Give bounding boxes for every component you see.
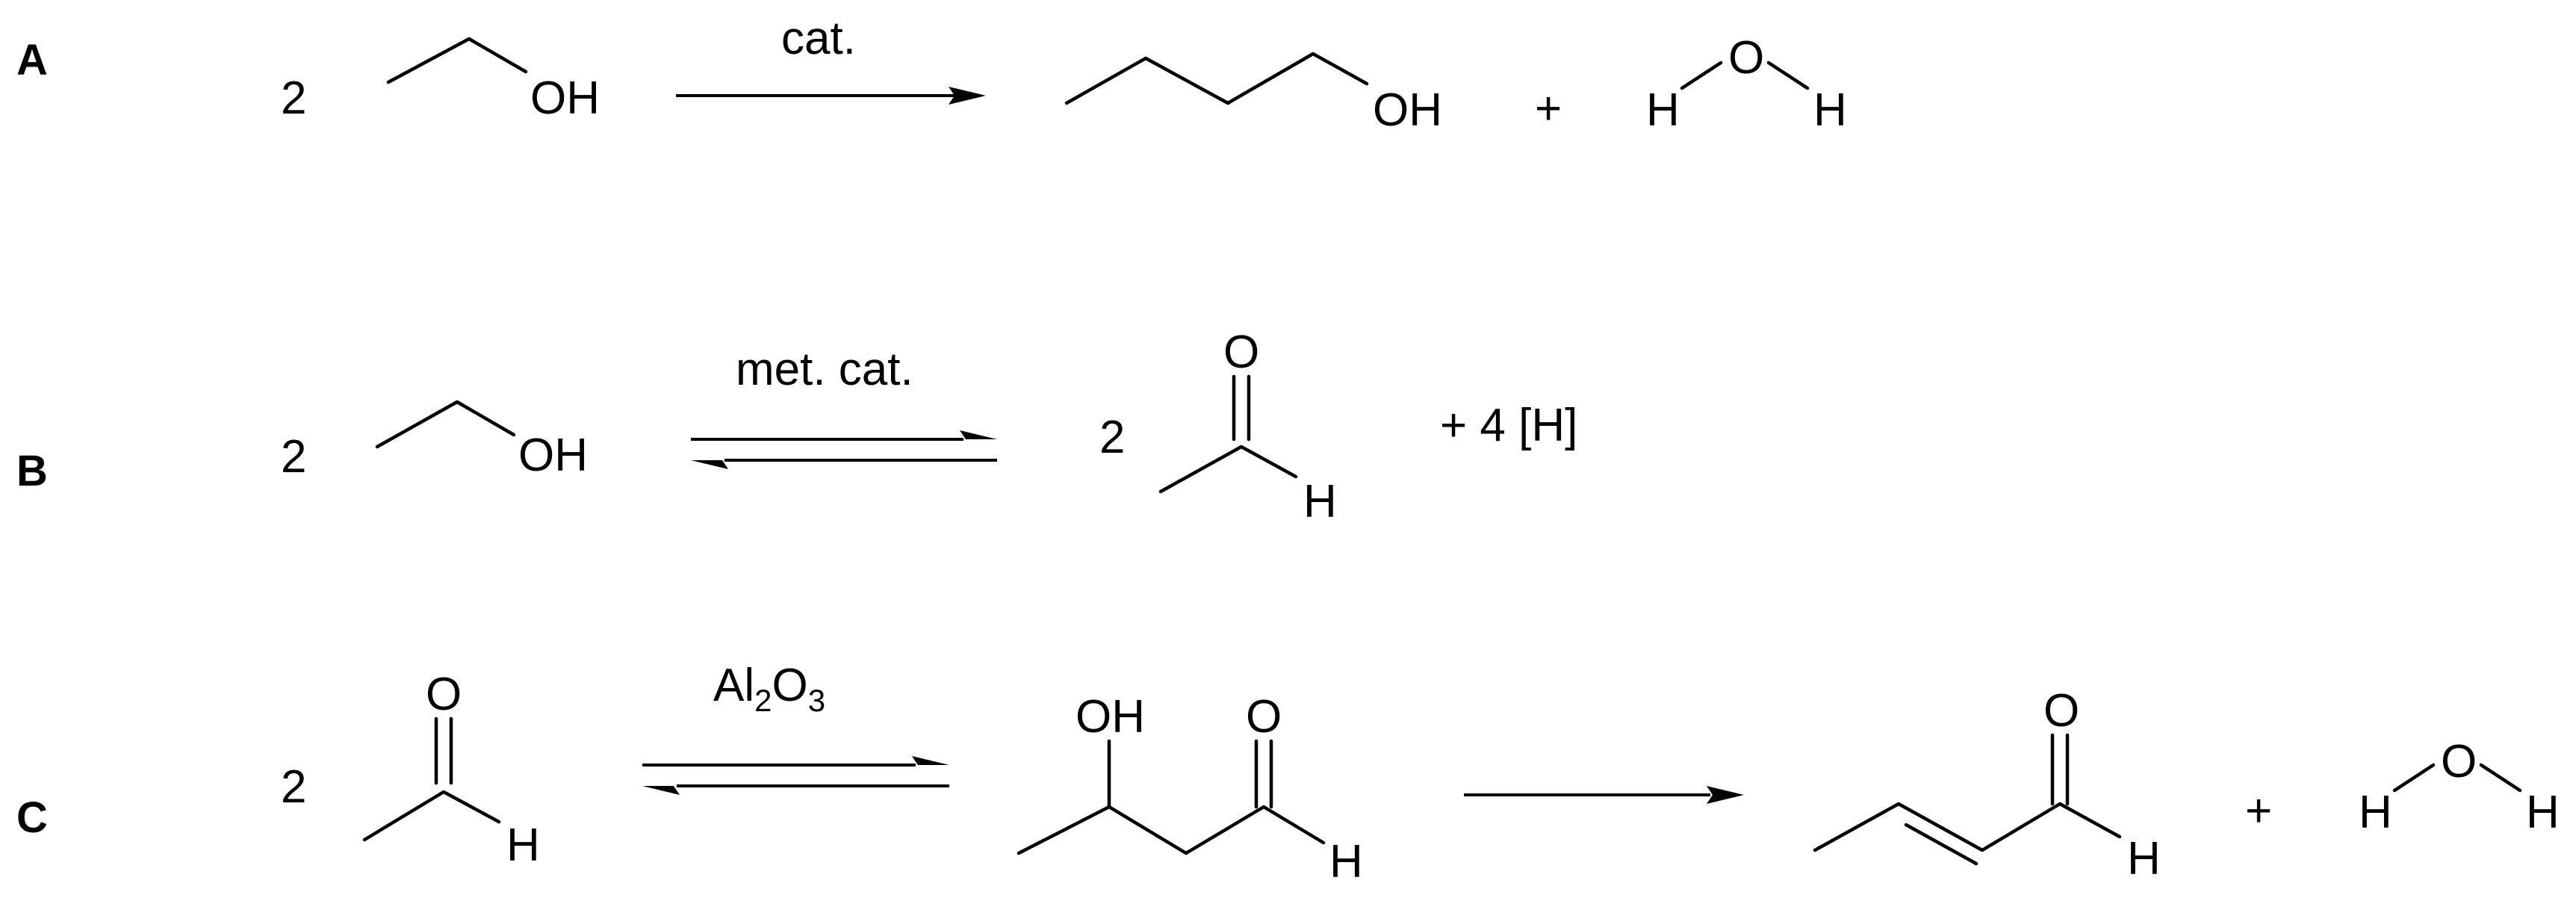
acetaldehyde-o-c: O <box>426 669 462 720</box>
crotonaldehyde-chain <box>1813 802 2122 852</box>
water-bond-left-c <box>2392 763 2436 793</box>
water-o-c: O <box>2441 736 2477 787</box>
panel-c: C 2 O H Al2O3 OH O H O H + H O <box>16 660 2560 888</box>
panel-b: B 2 OH met. cat. 2 O H + 4 [H] <box>16 326 1577 527</box>
plus-a: + <box>1535 83 1562 134</box>
reactant-coefficient-a: 2 <box>281 72 306 124</box>
reactant-coefficient-b: 2 <box>281 431 306 483</box>
butanol-bonds <box>1064 52 1369 105</box>
reactant-coefficient-c: 2 <box>281 761 306 813</box>
aldol-chain <box>1017 805 1326 855</box>
aldol-h: H <box>1329 836 1363 888</box>
arrow-label-c: Al2O3 <box>713 660 825 718</box>
product-coefficient-b: 2 <box>1099 412 1125 463</box>
equilibrium-reverse-head-c <box>642 786 680 795</box>
water-h-right-c: H <box>2526 787 2560 838</box>
equilibrium-forward-head-b <box>960 430 997 439</box>
ethanol-oh-a: OH <box>530 72 600 124</box>
water-h-right-a: H <box>1813 84 1847 136</box>
acetaldehyde-chain-b <box>1158 445 1298 494</box>
acetaldehyde-h-c: H <box>506 820 540 871</box>
catalyst-o: O <box>772 660 808 711</box>
crotonaldehyde-double-bond <box>1904 823 1978 866</box>
acetaldehyde-o-b: O <box>1223 326 1259 378</box>
aldol-o: O <box>1246 691 1282 743</box>
catalyst-sub-3: 3 <box>808 683 825 718</box>
byproduct-hydrogen-b: + 4 [H] <box>1440 400 1577 451</box>
acetaldehyde-chain-c <box>362 790 501 842</box>
water-h-left-c: H <box>2359 787 2392 838</box>
ethanol-bonds-a <box>386 37 528 84</box>
water-bond-right-c <box>2479 763 2522 793</box>
butanol-oh: OH <box>1373 84 1442 136</box>
panel-label-c: C <box>16 793 48 842</box>
crotonaldehyde-h: H <box>2127 833 2161 885</box>
ethanol-bonds-b <box>375 400 516 449</box>
dehydration-arrow-head <box>1707 786 1744 804</box>
crotonaldehyde-o: O <box>2043 685 2079 737</box>
aldol-oh: OH <box>1076 691 1145 743</box>
catalyst-sub-2: 2 <box>754 683 772 718</box>
plus-c: + <box>2245 785 2272 837</box>
panel-label-a: A <box>16 36 48 84</box>
panel-label-b: B <box>16 447 48 495</box>
panel-a: A 2 OH cat. OH + H O H <box>16 13 1847 136</box>
equilibrium-reverse-head-b <box>691 460 728 469</box>
water-h-left-a: H <box>1646 84 1680 136</box>
arrow-label-b: met. cat. <box>736 344 913 395</box>
water-o-a: O <box>1728 32 1764 84</box>
arrow-label-a: cat. <box>781 13 856 64</box>
water-bond-right-a <box>1766 61 1810 90</box>
equilibrium-forward-head-c <box>912 756 949 765</box>
ethanol-oh-b: OH <box>518 430 588 481</box>
catalyst-al: Al <box>713 660 754 711</box>
arrow-head-a <box>949 87 986 105</box>
water-bond-left-a <box>1680 61 1723 90</box>
acetaldehyde-h-b: H <box>1303 476 1337 527</box>
